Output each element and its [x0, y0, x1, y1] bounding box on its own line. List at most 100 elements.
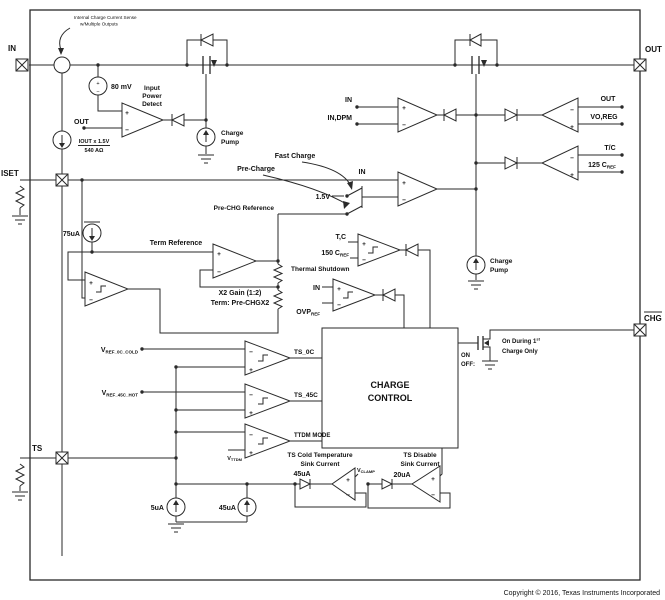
input-power-detect-comp	[121, 102, 165, 138]
disable-sink-label-1: TS Disable	[403, 452, 437, 459]
current-reg-comp	[397, 171, 439, 207]
thermal-caption: Thermal Shutdown	[291, 266, 350, 273]
ipd-label-3: Detect	[142, 101, 163, 108]
vref-cold-label: VREF_0C_COLD	[101, 347, 139, 355]
in-dpm-minus: −	[402, 122, 406, 129]
term-minus: −	[217, 269, 221, 276]
ttdm-minus: −	[249, 432, 253, 439]
vclamp-label: VCLAMP	[357, 468, 375, 474]
chg-note-line1: On During 1st	[502, 337, 541, 346]
vreg-minus-label: OUT	[601, 96, 617, 103]
x2-divider-resistor-bottom	[272, 289, 284, 310]
charge-pump-1	[196, 127, 216, 147]
current-reg-plus: +	[402, 180, 406, 187]
chg-fet-on-label: ON	[461, 353, 470, 359]
wires	[19, 39, 662, 556]
iout-formula-num: IOUT x 1.5V	[79, 139, 110, 145]
diodes	[170, 33, 519, 490]
pin-label-in: IN	[8, 44, 16, 53]
cp1-label-2: Pump	[221, 139, 239, 146]
dpm-diode-left	[442, 108, 457, 122]
thermal-shutdown-comp	[357, 233, 402, 267]
source-80mv-plus: +	[96, 81, 99, 87]
disable-sink-label-2: Sink Current	[400, 461, 440, 468]
sense-note-line2: w/Multiple Outputs	[80, 22, 118, 27]
in-dpm-minus-label: IN,DPM	[328, 115, 353, 122]
pin-label-out: OUT	[645, 45, 662, 54]
hysteresis-glyphs	[96, 246, 378, 445]
fast-charge-label: Fast Charge	[275, 153, 316, 160]
ts0c-minus: −	[249, 349, 253, 356]
cold-sink-label-1: TS Cold Temperature	[287, 452, 353, 459]
pin-square-out	[633, 58, 647, 72]
source-80mv-minus: −	[96, 89, 99, 95]
cp2-label-2: Pump	[490, 267, 508, 274]
tc-comp	[540, 145, 579, 181]
chg-fet-off-label: OFF:	[461, 362, 475, 368]
vreg-comp	[540, 97, 579, 133]
labels: IN OUT ISET TS CHG Internal Charge Curre…	[1, 15, 662, 597]
vreg-plus-label: VO,REG	[590, 114, 618, 121]
hyst-plus: +	[89, 280, 93, 287]
term-reference-opamp	[212, 243, 258, 279]
pin-square-chg	[633, 323, 647, 337]
label-5ua: 5uA	[151, 505, 164, 512]
iset-external-resistor	[14, 185, 26, 209]
ground-symbols	[12, 154, 498, 533]
term-reference-label: Term Reference	[150, 240, 203, 247]
charge-control-label-2: CONTROL	[368, 393, 413, 403]
ovp-minus: −	[337, 302, 341, 309]
pass-fet-input	[202, 56, 217, 74]
ipd-label-1: Input	[144, 85, 161, 92]
ts45c-output-label: TS_45C	[294, 392, 318, 399]
x2-gain-label-1: X2 Gain (1:2)	[219, 290, 262, 297]
ttdm-comp	[244, 423, 292, 459]
ttdm-plus: +	[249, 450, 253, 457]
cp2-label-1: Charge	[490, 258, 513, 265]
tc-plus: +	[570, 172, 574, 179]
charge-pump-2	[466, 255, 486, 275]
vttdm-label: VTTDM	[227, 456, 242, 462]
pre-charge-label: Pre-Charge	[237, 166, 275, 173]
tc-row-diode	[504, 156, 519, 170]
ts-45c-comp	[244, 383, 292, 419]
out-node-label: OUT	[74, 119, 90, 126]
ts45c-minus: −	[249, 392, 253, 399]
pin-square-ts	[55, 451, 69, 465]
iout-formula-den: 540 AΩ	[85, 148, 104, 154]
hyst-minus: −	[89, 297, 93, 304]
fet1-body-diode	[199, 33, 214, 47]
ts0c-plus: +	[249, 367, 253, 374]
thermal-minus-label: 150 CREF	[321, 250, 349, 258]
source-80mv	[88, 76, 108, 96]
current-sense-element	[53, 56, 71, 74]
charge-control-block	[321, 327, 459, 449]
cold-sink-plus: +	[346, 477, 350, 484]
ts-cold-sink-amp	[331, 467, 356, 501]
label-20ua: 20uA	[393, 472, 410, 479]
in-dpm-plus: +	[402, 105, 406, 112]
tc-minus-label: T/C	[604, 145, 615, 152]
vreg-minus: −	[570, 107, 574, 114]
label-45ua-source: 45uA	[219, 505, 236, 512]
pass-fet-output	[471, 56, 487, 74]
ts-0c-comp	[244, 340, 292, 376]
in-dpm-plus-label: IN	[345, 97, 352, 104]
cold-sink-label-2: Sink Current	[300, 461, 340, 468]
pin-square-in	[15, 58, 29, 72]
current-reg-minus: −	[402, 197, 406, 204]
disable-sink-plus: +	[431, 476, 435, 483]
term-plus: +	[217, 251, 221, 258]
disable-sink-minus: −	[431, 492, 435, 499]
ts0c-output-label: TS_0C	[294, 349, 315, 356]
pin-square-iset	[55, 173, 69, 187]
pin-label-ts: TS	[32, 444, 43, 453]
ovp-diode	[381, 288, 396, 302]
label-80mv: 80 mV	[111, 84, 132, 91]
label-45ua-diode: 45uA	[293, 471, 310, 478]
ovp-plus-label: IN	[313, 285, 320, 292]
sink-20ua-diode	[381, 478, 394, 490]
ipd-diode	[170, 113, 185, 127]
